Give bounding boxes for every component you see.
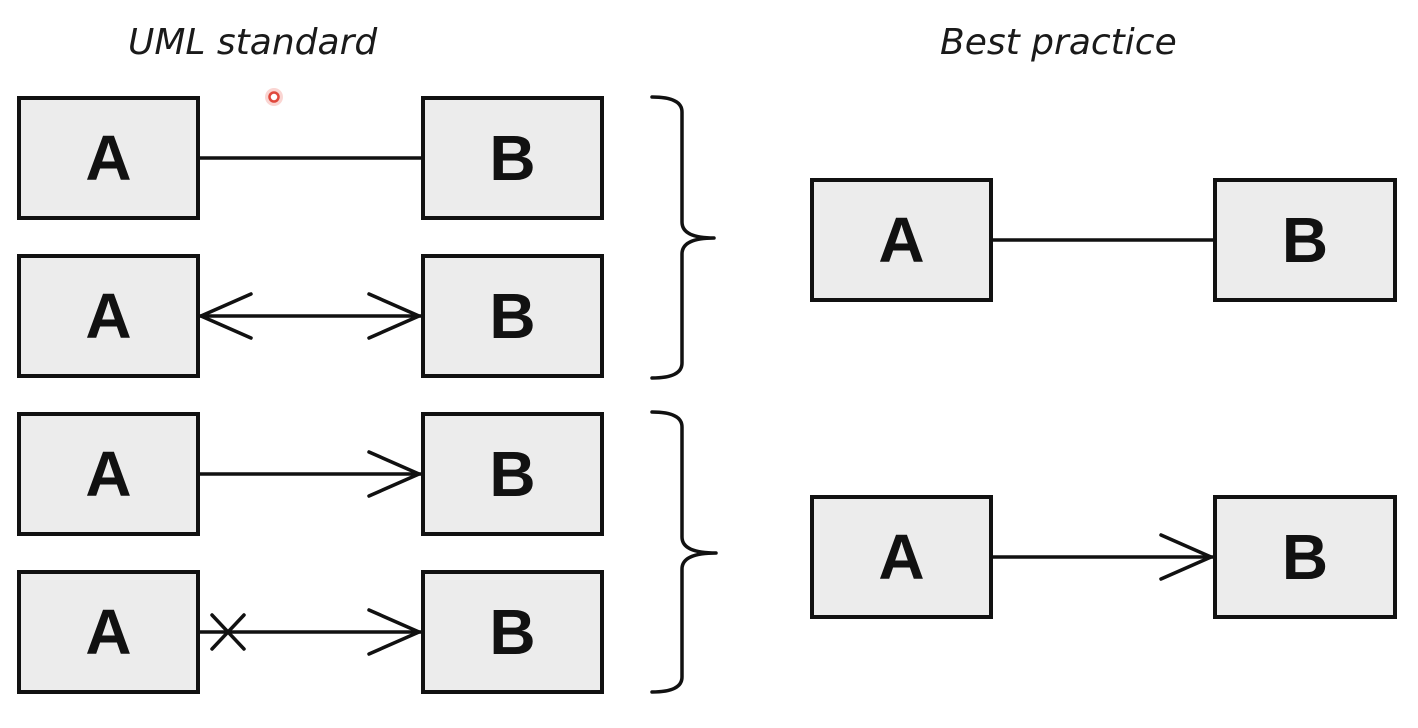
- class-box-b: B: [1213, 178, 1397, 302]
- class-b-label: B: [1282, 521, 1328, 593]
- class-a-label: A: [85, 438, 131, 510]
- class-box-b: B: [421, 412, 604, 536]
- class-b-label: B: [489, 122, 535, 194]
- open-arrowhead-right: [1159, 533, 1213, 581]
- class-box-b: B: [421, 254, 604, 378]
- open-arrowhead-right: [367, 608, 421, 656]
- best-practice-plain-association: A B: [810, 178, 1397, 302]
- open-arrowhead-left: [199, 292, 253, 340]
- uml-standard-heading: UML standard: [128, 22, 378, 63]
- class-box-a: A: [17, 96, 200, 220]
- class-a-label: A: [85, 280, 131, 352]
- class-b-label: B: [1282, 204, 1328, 276]
- class-b-label: B: [489, 280, 535, 352]
- class-a-label: A: [878, 204, 924, 276]
- uml-row-plain-association: A B: [17, 96, 604, 220]
- class-box-b: B: [421, 96, 604, 220]
- right-brace-top: [650, 95, 716, 380]
- uml-row-directed-non-navigable-association: A B: [17, 570, 604, 694]
- class-a-label: A: [85, 122, 131, 194]
- class-box-a: A: [17, 570, 200, 694]
- open-arrowhead-right: [367, 450, 421, 498]
- uml-row-bidirectional-association: A B: [17, 254, 604, 378]
- class-box-a: A: [17, 412, 200, 536]
- class-box-b: B: [421, 570, 604, 694]
- best-practice-directed-association: A B: [810, 495, 1397, 619]
- class-box-b: B: [1213, 495, 1397, 619]
- class-a-label: A: [878, 521, 924, 593]
- class-box-a: A: [810, 178, 993, 302]
- mouse-cursor-indicator: [265, 88, 283, 106]
- non-navigable-x-marker: [210, 613, 246, 651]
- class-box-a: A: [810, 495, 993, 619]
- class-a-label: A: [85, 596, 131, 668]
- class-b-label: B: [489, 438, 535, 510]
- right-brace-bottom: [650, 410, 718, 694]
- uml-row-directed-association: A B: [17, 412, 604, 536]
- open-arrowhead-right: [367, 292, 421, 340]
- class-b-label: B: [489, 596, 535, 668]
- class-box-a: A: [17, 254, 200, 378]
- best-practice-heading: Best practice: [940, 22, 1177, 63]
